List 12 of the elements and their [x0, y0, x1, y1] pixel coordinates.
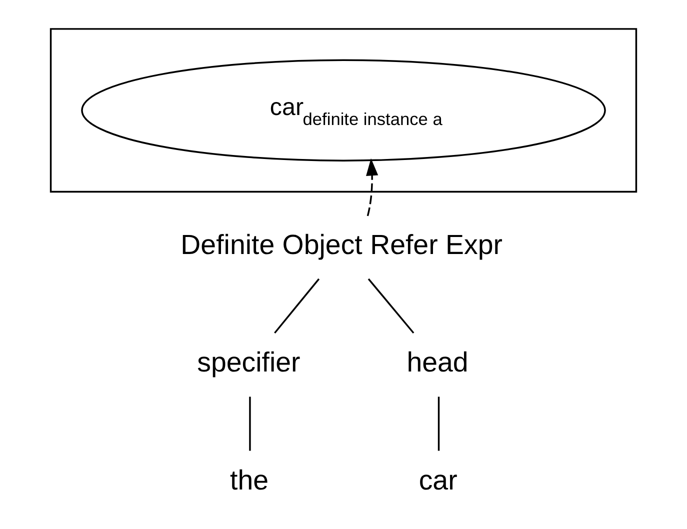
arrow [366, 158, 378, 216]
connector [249, 396, 251, 451]
node-text: head [406, 346, 468, 378]
node-text: the [230, 464, 269, 496]
node-ellipse: car$_{definite instance a}$ [81, 59, 606, 162]
connector [368, 278, 414, 334]
node-text: car [418, 464, 458, 496]
node-text: specifier [197, 346, 300, 378]
cluster [50, 28, 638, 193]
node-text: Definite Object Refer Expr [180, 228, 502, 260]
connector [438, 396, 440, 451]
connector [274, 278, 320, 334]
